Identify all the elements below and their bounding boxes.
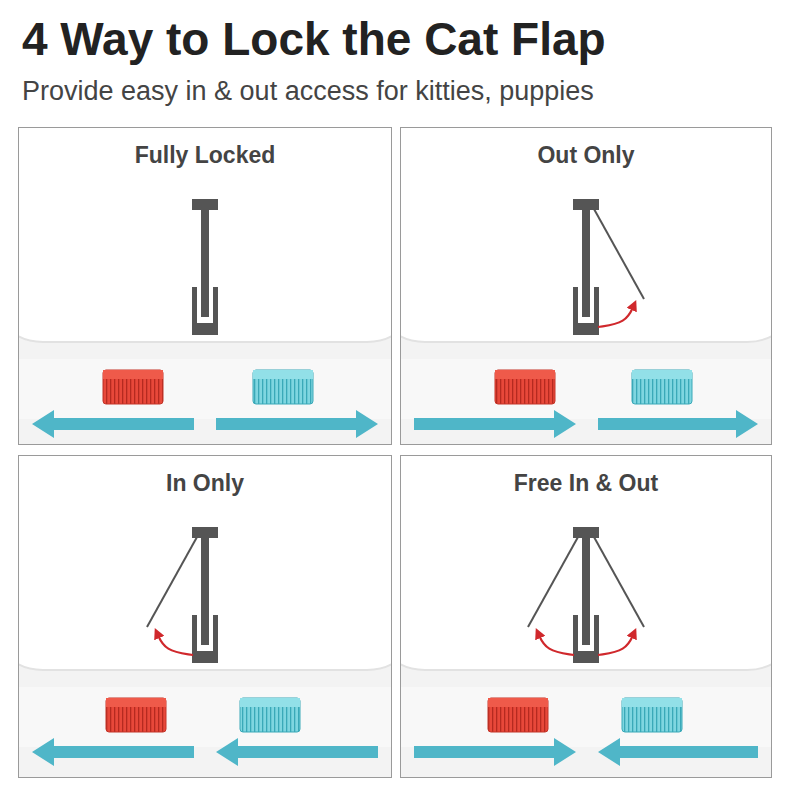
flap-frame [192, 199, 218, 335]
mode-panel: Out Only [400, 127, 772, 445]
mode-panel: In Only [18, 455, 392, 778]
panel-art [0, 87, 422, 445]
flap-frame [147, 527, 218, 663]
subtitle: Provide easy in & out access for kitties… [22, 76, 594, 107]
mode-panel: Fully Locked [18, 127, 392, 445]
title: 4 Way to Lock the Cat Flap [22, 12, 606, 66]
panel-art [370, 415, 790, 778]
flap-frame [573, 199, 644, 335]
panel-art [370, 87, 790, 445]
mode-panel: Free In & Out [400, 455, 772, 778]
mode-heading: Out Only [401, 142, 771, 169]
flap-frame [528, 527, 644, 663]
mode-heading: Fully Locked [19, 142, 391, 169]
mode-heading: Free In & Out [401, 470, 771, 497]
mode-heading: In Only [19, 470, 391, 497]
panel-art [0, 415, 422, 778]
